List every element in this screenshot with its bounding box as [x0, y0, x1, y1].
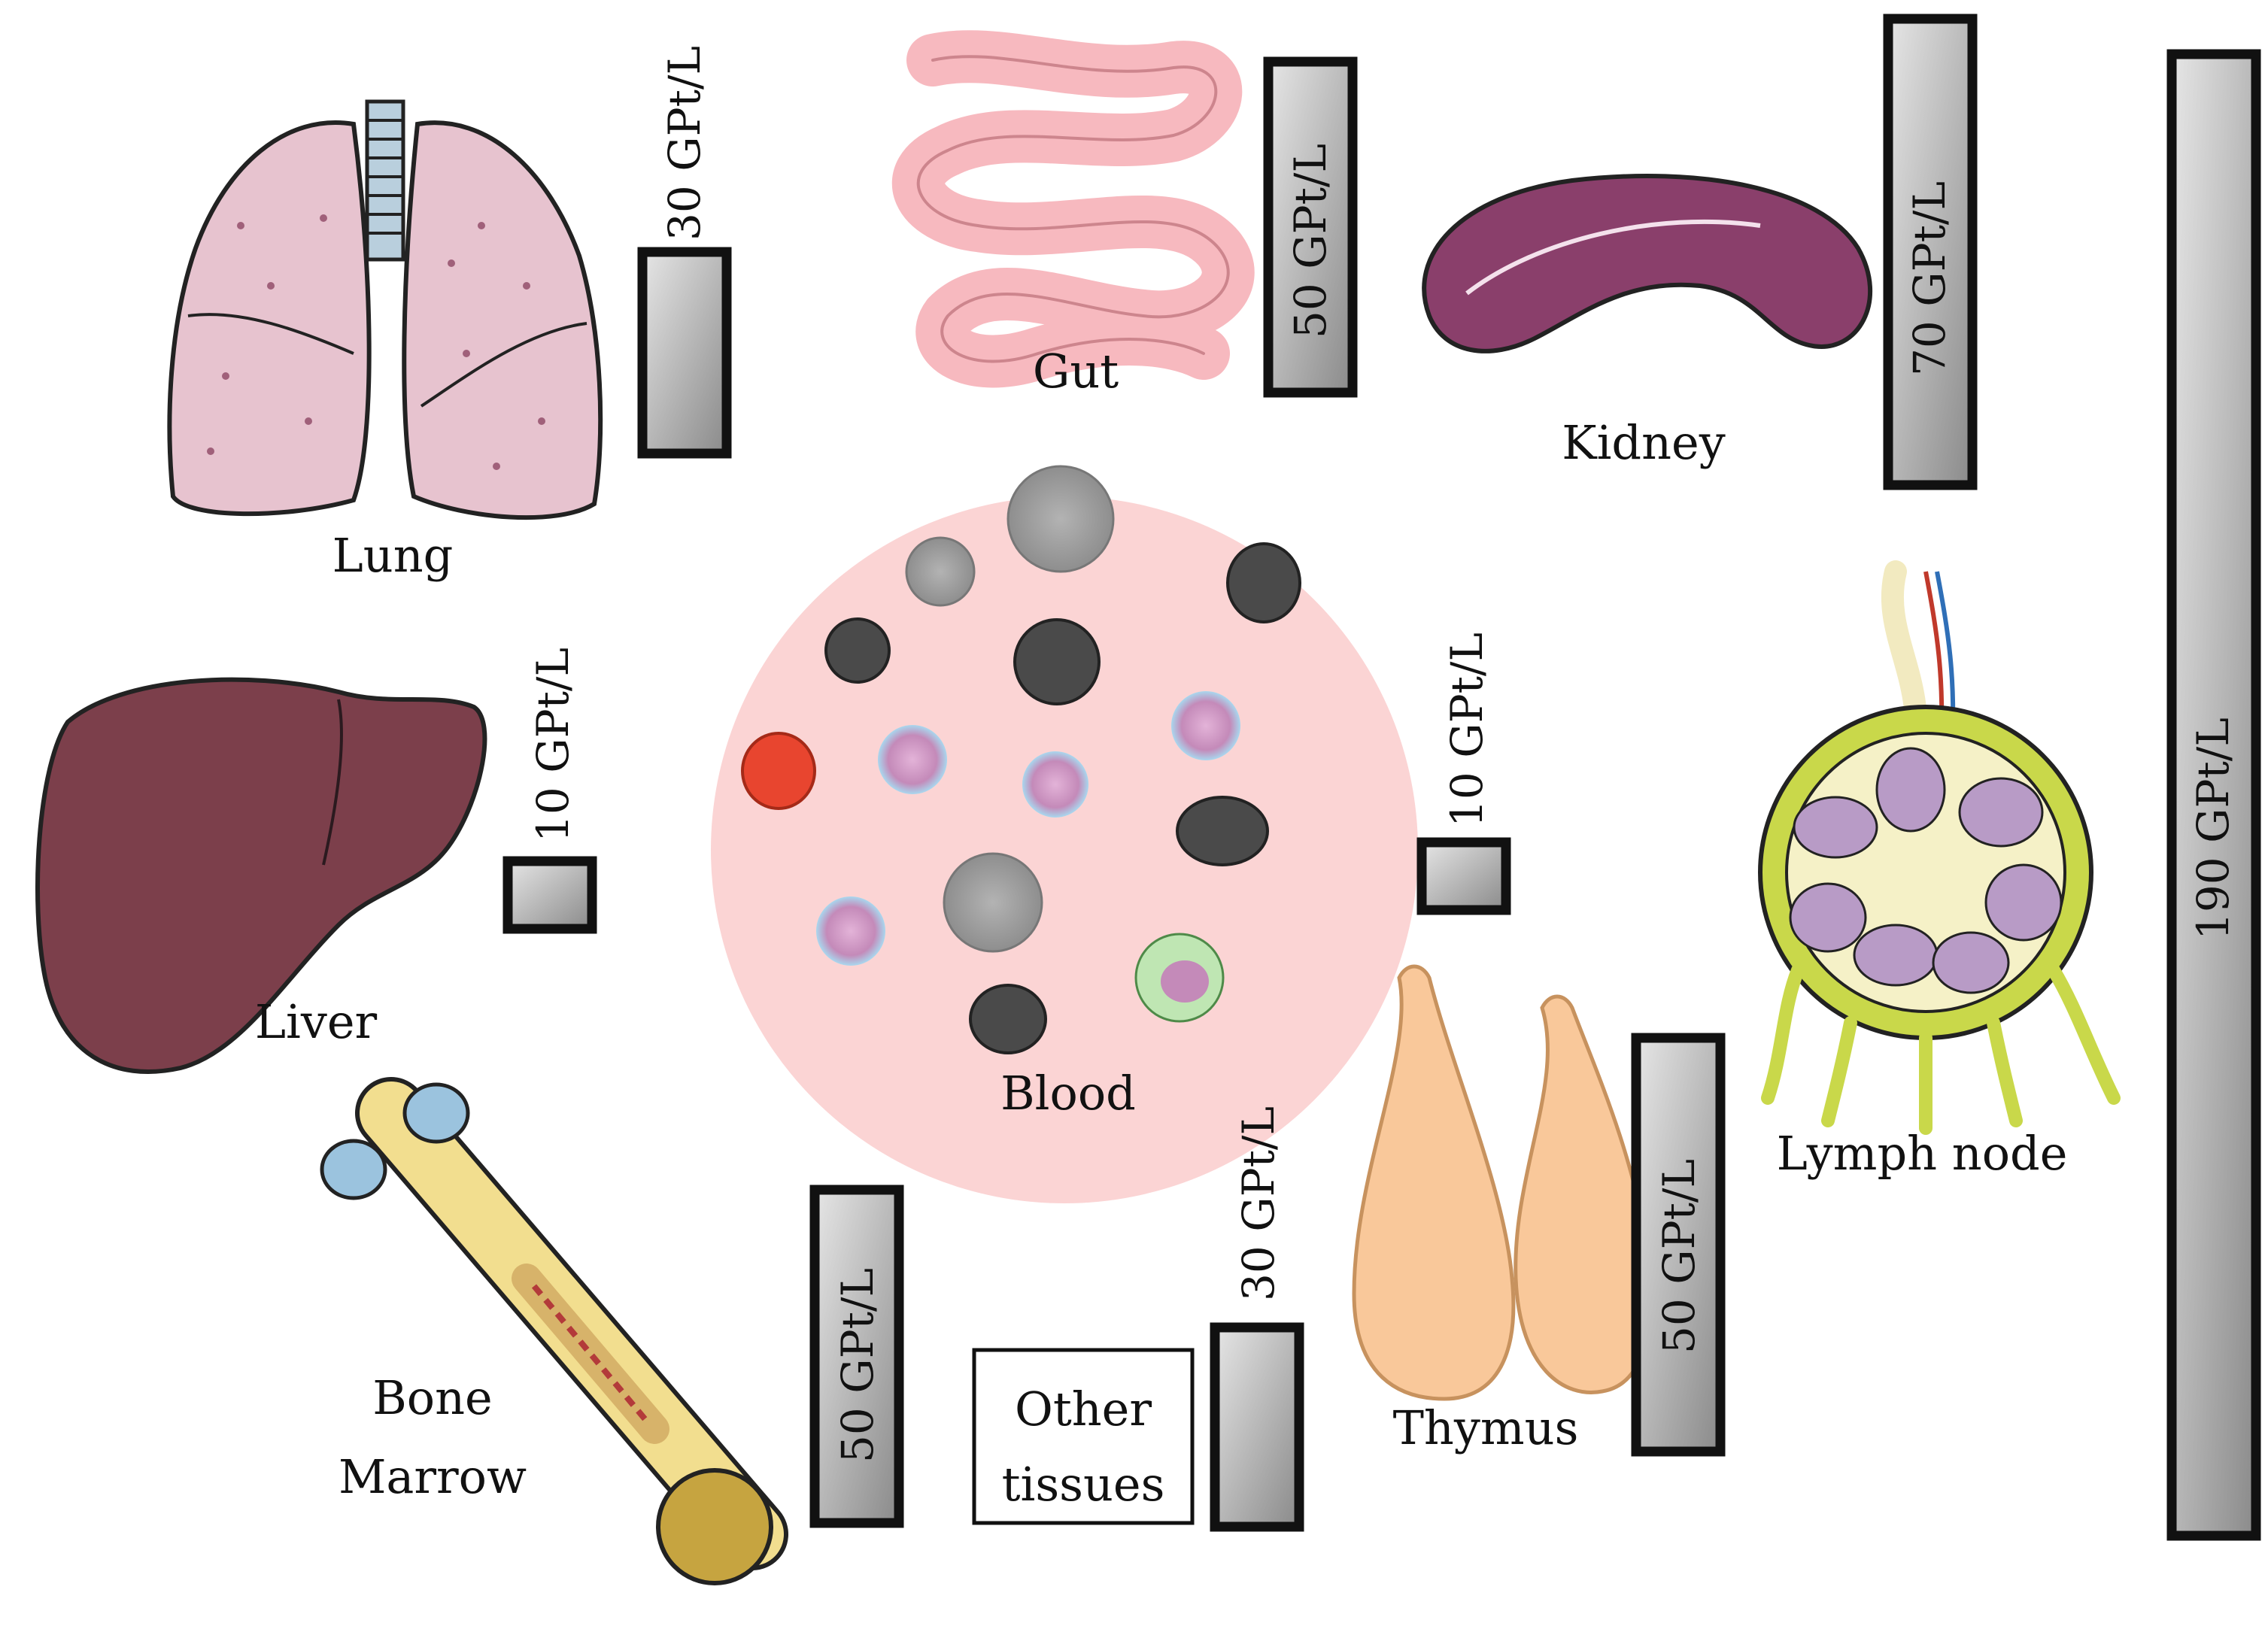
cartilage-cap: [402, 1082, 470, 1144]
lymph-node-illustration: Lymph node: [1758, 560, 2121, 1181]
lung-bar-rect: [637, 247, 732, 459]
kidney-shape: [1422, 174, 1873, 353]
monocyte-cell: [878, 725, 947, 794]
trachea-rings: [367, 119, 403, 235]
other-tissues-box: Other tissues: [972, 1348, 1195, 1525]
granulocyte-cell: [1006, 465, 1115, 573]
cartilage-cap: [320, 1139, 387, 1200]
right-lung-lobe: [402, 120, 603, 520]
lymph-node-bar-rect: [2166, 49, 2261, 1541]
lymphocyte-cell: [1176, 796, 1269, 866]
bone-marrow-bar: 50 GPt/L: [809, 1185, 904, 1528]
lung-label: Lung: [332, 528, 454, 583]
lung-texture: [207, 214, 545, 470]
gut-label: Gut: [1033, 344, 1119, 399]
thymus-right-lobe: [1514, 994, 1652, 1394]
thymus-left-lobe: [1352, 964, 1516, 1401]
granulocyte-cell: [905, 536, 976, 607]
blood-illustration: Blood: [711, 465, 1418, 1203]
lung-bar-label: 30 GPt/L: [659, 46, 710, 241]
monocyte-cell: [1022, 751, 1088, 818]
thymus-illustration: Thymus: [1352, 964, 1652, 1455]
other-tissues-label-line1: Other: [1015, 1382, 1152, 1436]
thymus-bar-label: 50 GPt/L: [1653, 1159, 1705, 1354]
bone-marrow-illustration: Bone Marrow: [320, 1077, 788, 1585]
other-tissues-label-line2: tissues: [1002, 1457, 1165, 1512]
red-blood-cell: [741, 732, 816, 810]
blood-label: Blood: [1000, 1066, 1136, 1121]
thymus-bar: 50 GPt/L: [1631, 1033, 1726, 1457]
blood-bar-label: 10 GPt/L: [1441, 633, 1492, 827]
bone-marrow-bar-rect: [809, 1185, 904, 1528]
kidney-label: Kidney: [1562, 415, 1725, 470]
lung-illustration: Lung: [167, 99, 603, 583]
lymphocyte-cell: [1013, 618, 1101, 705]
lymphatic-vessels: [1761, 963, 2121, 1135]
other-tissues-bar: 30 GPt/L: [1210, 1106, 1304, 1532]
lymph-node-lobules: [1789, 747, 2063, 994]
liver-bar-label: 10 GPt/L: [527, 648, 578, 842]
blood-field: [711, 496, 1418, 1203]
monocyte-cell: [816, 896, 885, 966]
gut-bar-label: 50 GPt/L: [1285, 144, 1336, 338]
other-tissues-bar-rect: [1210, 1322, 1304, 1532]
blood-bar: 10 GPt/L: [1416, 633, 1511, 915]
other-tissues-bar-label: 30 GPt/L: [1233, 1106, 1284, 1301]
thymus-label: Thymus: [1393, 1400, 1579, 1455]
kidney-illustration: Kidney: [1422, 174, 1873, 470]
bone-marrow-bar-label: 50 GPt/L: [832, 1268, 883, 1463]
lymphocyte-cell: [1226, 542, 1301, 623]
liver-shape: [35, 677, 487, 1074]
gut-bar: 50 GPt/L: [1263, 56, 1358, 398]
lymphocyte-cell: [969, 984, 1047, 1054]
kidney-bar: 70 GPt/L: [1883, 14, 1978, 490]
bone-marrow-label-line1: Bone: [372, 1370, 493, 1425]
lung-bar: 30 GPt/L: [637, 46, 732, 459]
liver-bar: 10 GPt/L: [502, 648, 597, 934]
monocyte-cell: [1171, 691, 1240, 760]
gut-bar-rect: [1263, 56, 1358, 398]
kidney-bar-label: 70 GPt/L: [1904, 181, 1955, 376]
lymph-node-label: Lymph node: [1777, 1126, 2068, 1181]
liver-illustration: Liver: [35, 677, 487, 1074]
trachea-shape: [365, 99, 405, 262]
liver-bar-rect: [502, 856, 597, 934]
blood-bar-rect: [1416, 837, 1511, 915]
liver-label: Liver: [255, 994, 378, 1049]
other-tissues-frame: [972, 1348, 1195, 1525]
lymphocyte-cell: [824, 617, 891, 684]
kidney-bar-rect: [1883, 14, 1978, 490]
bone-marrow-label-line2: Marrow: [339, 1449, 527, 1504]
lymph-node-bar-label: 190 GPt/L: [2188, 717, 2239, 940]
lymph-node-bar: 190 GPt/L: [2166, 49, 2261, 1541]
left-lung-lobe: [167, 120, 372, 517]
gut-illustration: Gut: [891, 30, 1255, 399]
thymus-bar-rect: [1631, 1033, 1726, 1457]
granulocyte-cell: [943, 852, 1043, 953]
